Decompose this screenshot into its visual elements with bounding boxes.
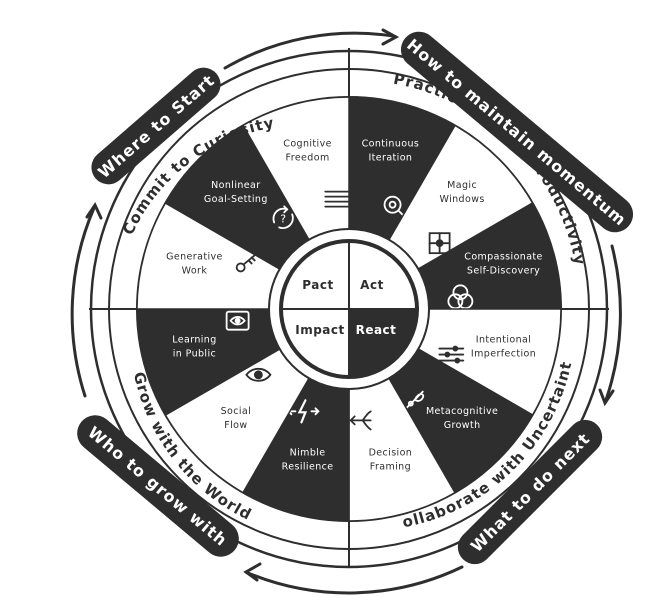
branching-arrows-icon bbox=[349, 410, 372, 431]
broadcast-eye-icon bbox=[225, 310, 250, 331]
question-cycle-icon: ? bbox=[272, 205, 294, 229]
flow-arrows bbox=[70, 28, 622, 595]
arrow-right-head bbox=[598, 388, 615, 407]
arrow-bottom bbox=[246, 565, 464, 595]
key-icon bbox=[235, 253, 257, 273]
hub-label-react: React bbox=[356, 323, 397, 337]
arrow-top bbox=[223, 31, 395, 70]
sliders-icon bbox=[438, 345, 465, 364]
eye-icon bbox=[245, 367, 272, 382]
arrow-top-head bbox=[381, 28, 400, 46]
arrow-left bbox=[70, 206, 96, 398]
magnifier-icon bbox=[383, 195, 407, 219]
arrow-right bbox=[604, 244, 622, 402]
lines-icon bbox=[324, 190, 351, 208]
hub-label-act: Act bbox=[360, 278, 384, 292]
arrow-left-head bbox=[85, 201, 103, 220]
arrow-bottom-head bbox=[243, 562, 262, 582]
svg-text:?: ? bbox=[280, 212, 286, 225]
hub-label-pact: Pact bbox=[302, 278, 333, 292]
hub-label-impact: Impact bbox=[295, 323, 345, 337]
window-grid-icon bbox=[428, 232, 451, 255]
hub-react-quadrant bbox=[349, 309, 417, 377]
sprout-icon bbox=[405, 390, 425, 409]
